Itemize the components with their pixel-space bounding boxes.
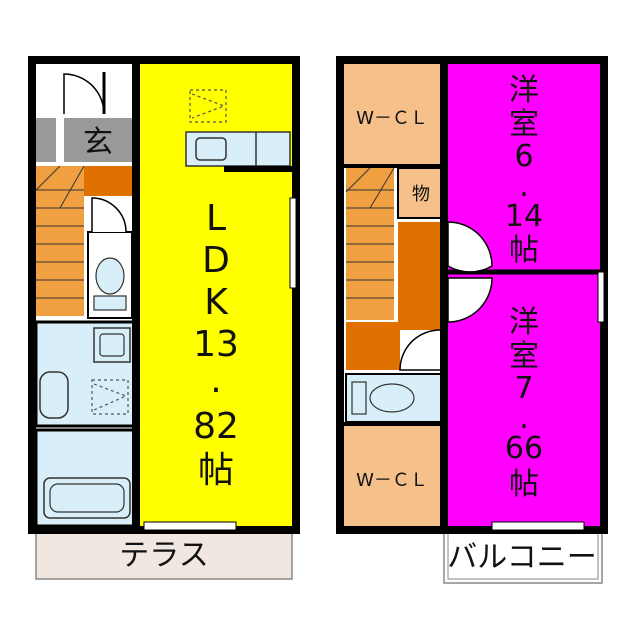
room1-door (447, 221, 493, 273)
floor-1: テラス L D K 13 . 82 帖 玄 (28, 56, 300, 580)
washbasin-inner (99, 333, 125, 357)
room2-type-b: 室 (509, 339, 539, 374)
bathtub (43, 477, 131, 519)
toilet-tank-floor1 (93, 295, 127, 311)
washer-space (91, 379, 129, 415)
wcl-top-label: W－ＣＬ (356, 108, 428, 129)
ldk-label-d: D (202, 240, 230, 281)
storage (397, 167, 445, 219)
ldk-size-int: 13 (193, 324, 239, 365)
ldk-label-k: K (204, 282, 229, 323)
room2-decimal-point: . (519, 401, 529, 436)
wcl-bottom (344, 426, 440, 526)
room1-unit: 帖 (509, 233, 539, 268)
entrance-step (36, 118, 56, 162)
interior-wall-floor1 (132, 60, 140, 530)
wcl-top (344, 64, 440, 164)
entrance (64, 118, 132, 162)
room1-size-dec: 14 (505, 199, 543, 234)
terrace (35, 528, 293, 580)
balcony-label: バルコニー (447, 540, 596, 575)
room1-type-a: 洋 (509, 73, 539, 108)
window-terrace (143, 521, 237, 531)
toilet-door-floor1 (91, 197, 127, 233)
storage-label: 物 (412, 184, 430, 205)
fridge-space (189, 89, 227, 123)
room2-unit: 帖 (509, 467, 539, 502)
room1-decimal-point: . (519, 169, 529, 204)
kitchen-sink (195, 137, 227, 161)
wcl-bottom-wall (344, 422, 444, 426)
stair-treads-floor1 (35, 165, 85, 299)
fridge-mark (191, 93, 226, 119)
toilet-door-floor2 (399, 329, 441, 371)
wcl-top-wall (344, 164, 444, 168)
window-room1 (597, 271, 605, 323)
vanity-floor1 (39, 371, 69, 419)
room2-size-int: 7 (514, 371, 533, 406)
ldk-size-dec: 82 (193, 406, 239, 447)
toilet-tank-floor2 (351, 381, 367, 415)
floor-2: バルコニー W－ＣＬ W－ＣＬ 洋 室 6 . 14 帖 洋 室 7 . 66 … (336, 56, 608, 584)
hallway-floor2 (346, 222, 444, 370)
interior-wall-floor2 (440, 60, 448, 530)
ldk-decimal-point: . (210, 360, 221, 401)
toilet-bowl-floor2 (369, 383, 415, 413)
toilet-bowl-floor1 (95, 257, 125, 295)
kitchen-wall (224, 166, 292, 172)
room1-type-b: 室 (509, 107, 539, 142)
ldk-label: L (206, 198, 226, 239)
room2-door (447, 277, 493, 323)
ldk-unit: 帖 (198, 450, 234, 491)
entrance-label: 玄 (83, 125, 113, 160)
room1-size-int: 6 (514, 139, 533, 174)
hallway-floor1 (84, 166, 132, 196)
window-ldk (289, 197, 297, 289)
bathtub-inner (49, 483, 125, 513)
wcl-bottom-label: W－ＣＬ (356, 470, 428, 491)
western-room-7 (448, 274, 600, 526)
room2-type-a: 洋 (509, 305, 539, 340)
terrace-label: テラス (119, 538, 208, 573)
stair-treads-floor2 (345, 167, 395, 299)
room2-size-dec: 66 (505, 431, 543, 466)
balcony-inner (447, 532, 599, 580)
stairs-floor1 (36, 166, 84, 316)
window-room2 (491, 521, 585, 531)
